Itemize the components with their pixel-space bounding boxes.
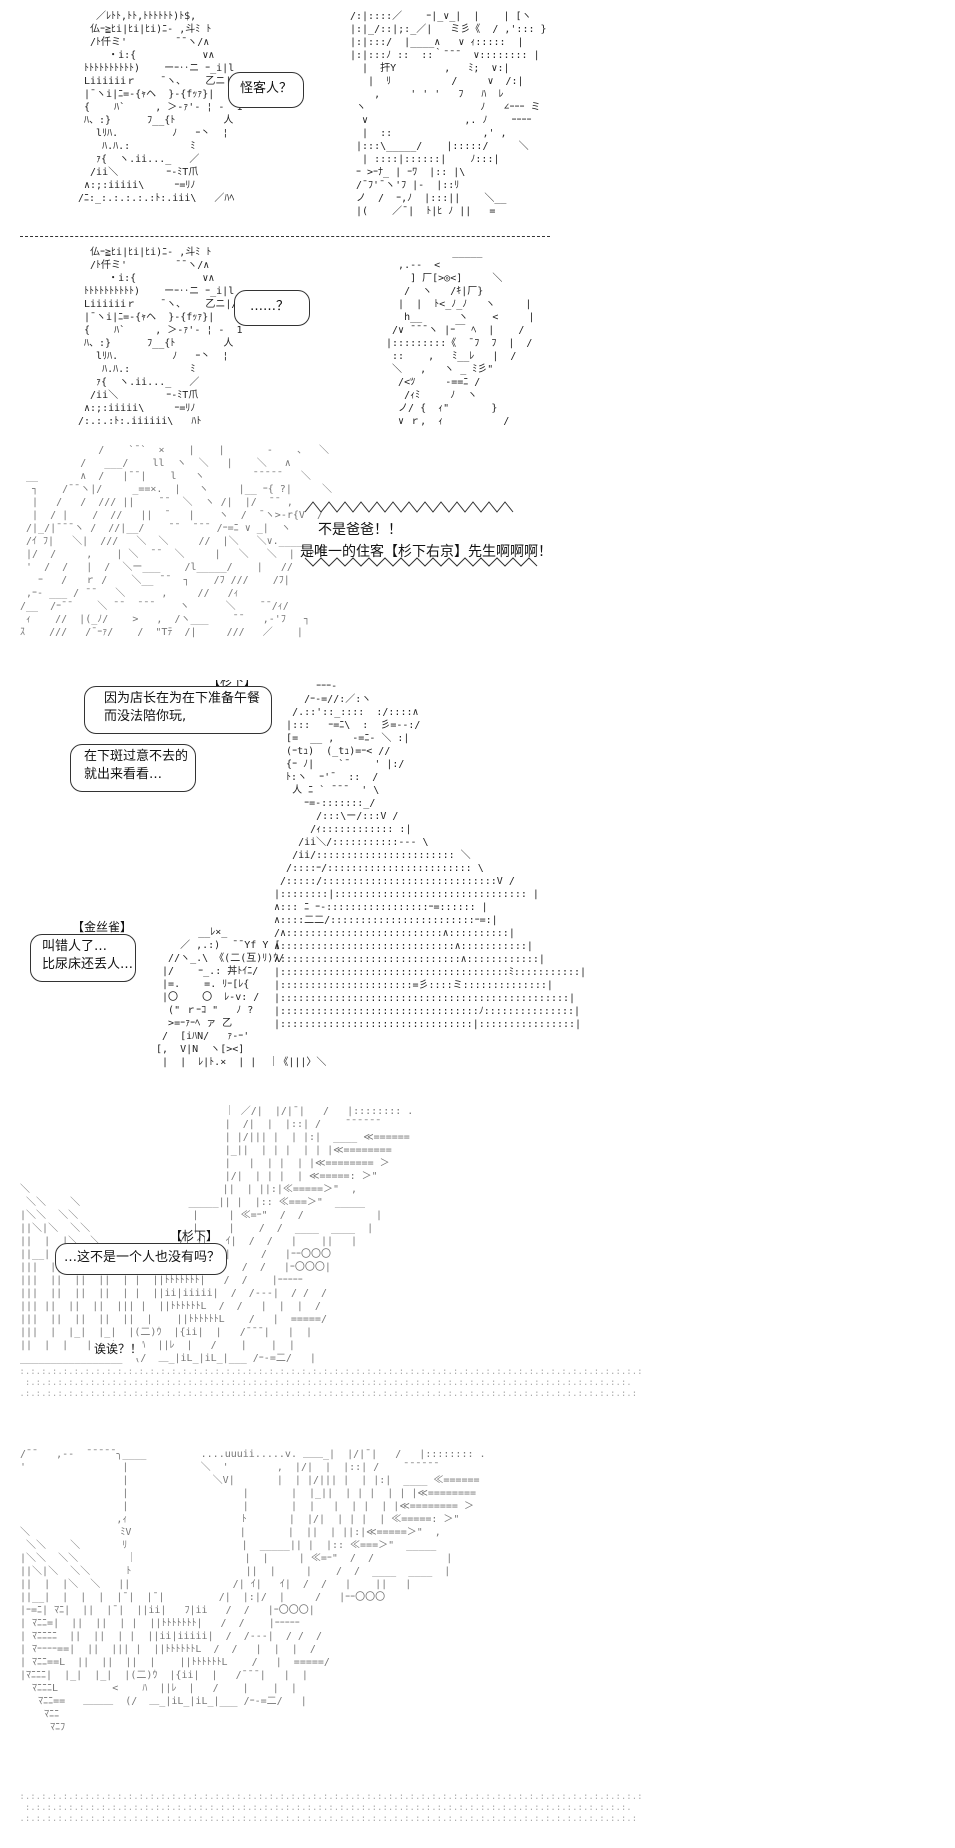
panel-5: ｜ ／/| |/|¯| / |:::::::: . | /| | |::| / … [0,1105,955,1435]
panel-1: ／ﾚﾄﾄ,ﾄﾄ,ﾄﾄﾄﾄﾄﾄ)ﾄ$, 仏ｰ≧ﾋi|ﾋi|ﾋi)ﾆ- ,斗ﾐ ﾄ … [0,0,955,250]
speech-bubble-3-line-1: 叫错人了… [42,939,108,954]
shout-line-2: 是唯一的住客【杉下右京】先生啊啊啊！ [300,544,552,560]
speech-bubble-3-line-2: 比尿床还丢人… [42,957,134,972]
panel-6: /¯¯ ,-- ¯¯¯¯¯╮____ ....uuuii.....v. ＿＿_|… [0,1440,955,1848]
panel-2: 仏ｰ≧ﾋi|ﾋi|ﾋi)ﾆ- ,斗ﾐ ﾄ /ﾄ仟ミ' ¯¯ヽ/∧ ・i:{ ∨∧… [0,238,955,438]
panel-4: ｰｰｰ- /ｰ-=//:／:ヽ /.::'::_:::: :/::::∧ |::… [0,680,955,1100]
speech-text: ……？ [250,299,290,314]
speech-text: 怪客人？ [240,81,293,96]
character-art-sugishita: ｰｰｰ- /ｰ-=//:／:ヽ /.::'::_:::: :/::::∧ |::… [274,681,587,1030]
speech-bubble-2 [70,744,196,792]
exclaim-text: 诶诶？！ [94,1341,143,1358]
character-art-right: _____ ,.-‐ < ] 厂[>◎<] ＼ / ヽ /ｷ|厂} | | ﾄ<… [386,247,535,427]
speech-bubble [234,290,310,326]
speech-bubble [55,1243,227,1275]
street-background-art: ｜ ／/| |/|¯| / |:::::::: . | /| | |::| / … [20,1106,414,1364]
speech-bubble-1 [84,686,272,734]
panel-divider [20,236,550,237]
street-background-art-empty: /¯¯ ,-- ¯¯¯¯¯╮____ ....uuuii.....v. ＿＿_|… [20,1449,486,1733]
speech-bubble-1-line-2: 而没法陪你玩, [104,709,187,724]
speech-bubble-2-line-1: 在下斑过意不去的 [84,749,189,764]
speech-bubble [228,72,304,108]
speed-lines-art: / `¯` × | | - 、 ＼ / ___/ ll ヽ ＼ | ＼ ∧ __… [20,445,332,638]
speaker-label-kinshique: 【金丝雀】 [72,920,133,934]
panel-3: / `¯` × | | - 、 ＼ / ___/ ll ヽ ＼ | ＼ ∧ __… [0,440,955,680]
character-art-kinshique: __ﾚ×_ ／ ,.:) ¯¯Yf Y [ //ヽ_.\ 《(二(互)ﾘ)ｳ/ … [156,927,327,1068]
shout-line-1: 不是爸爸！！ [318,522,402,538]
speech-bubble-3 [30,934,136,982]
speaker-label-sugishita: 【杉下】 [208,680,257,688]
ground-dots-art: :.:.:.:.:.:.:.:.:.:.:.:.:.:.:.:.:.:.:.:.… [19,1367,643,1399]
character-art-left: 仏ｰ≧ﾋi|ﾋi|ﾋi)ﾆ- ,斗ﾐ ﾄ /ﾄ仟ミ' ¯¯ヽ/∧ ・i:{ ∨∧… [78,247,243,427]
speech-bubble-2-line-2: 就出来看看… [84,767,163,782]
character-art-right: /:|::::／ ｰ|_∨_| | | [ヽ |:|_/::|;:_／| ミ彡《… [350,11,547,217]
character-art-left: ／ﾚﾄﾄ,ﾄﾄ,ﾄﾄﾄﾄﾄﾄ)ﾄ$, 仏ｰ≧ﾋi|ﾋi|ﾋi)ﾆ- ,斗ﾐ ﾄ … [78,11,243,204]
speech-bubble-1-line-1: 因为店长在为在下准备午餐 [104,691,261,706]
speech-text: …这不是一个人也没有吗？ [64,1250,221,1265]
shout-burst-outline [304,501,538,567]
ground-dots-art: :.:.:.:.:.:.:.:.:.:.:.:.:.:.:.:.:.:.:.:.… [19,1792,643,1824]
speaker-label-sugishita: 【杉下】 [170,1229,219,1243]
